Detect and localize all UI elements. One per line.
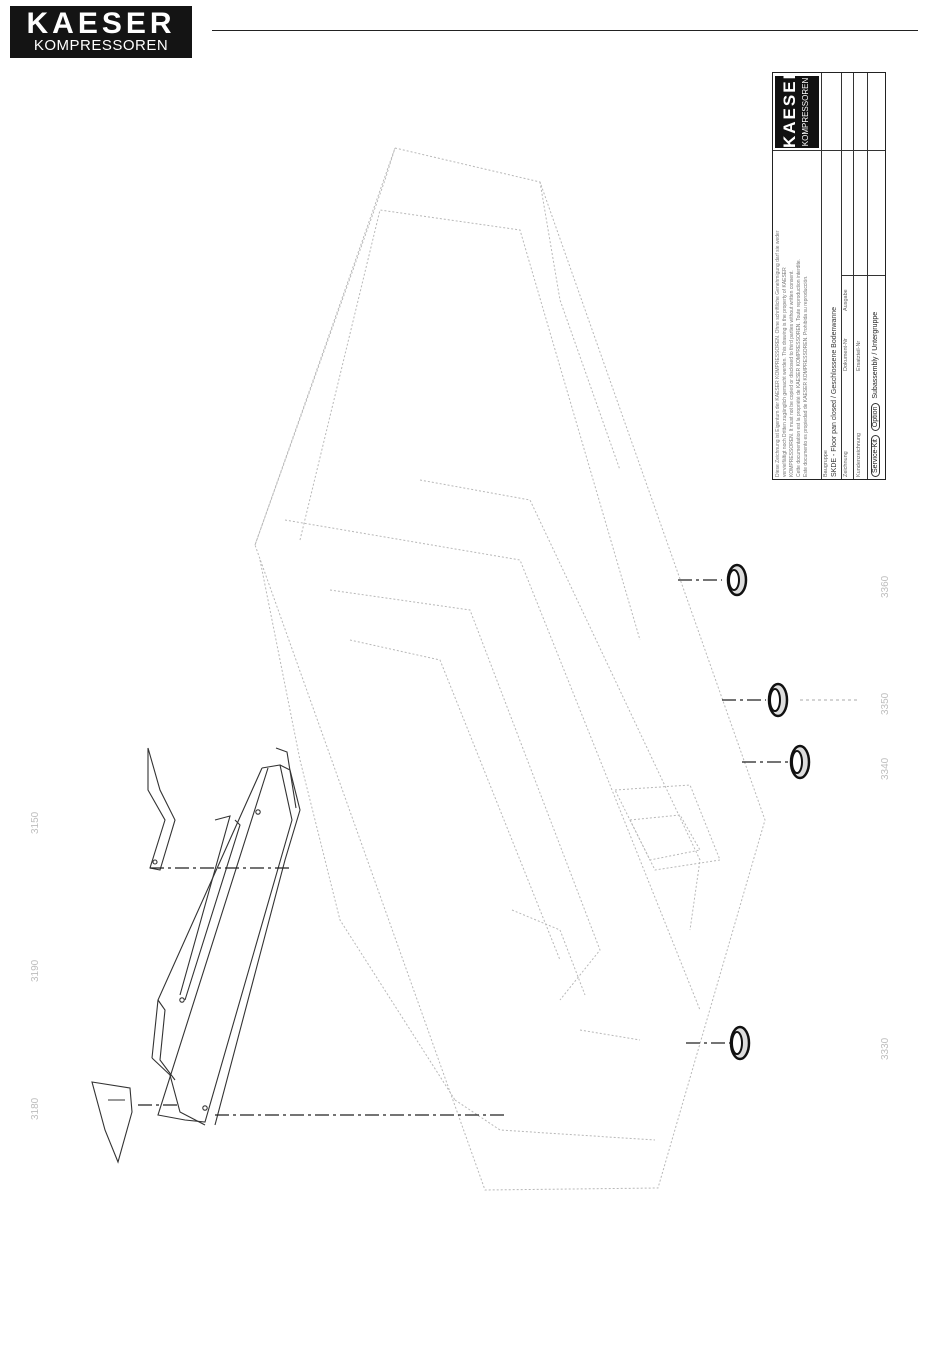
mount-foot-3 — [789, 744, 811, 780]
mount-foot-1 — [726, 563, 748, 597]
bracket-assembly — [91, 747, 301, 1164]
callout-3150: 3150 — [30, 811, 41, 834]
label-kundenzeichnung: Kundenzeichnung — [856, 432, 862, 477]
option-badge: Option — [871, 402, 880, 432]
title-block-title: SKDE - Floor pan closed / Geschlossene B… — [831, 306, 838, 477]
disclaimer-line: KOMPRESSOREN. It must not be copied or d… — [789, 270, 795, 477]
label-baugruppe: Baugruppe — [823, 450, 829, 477]
label-zeichnung: Zeichnung — [843, 451, 849, 477]
title-block-divider — [773, 150, 885, 151]
title-block-content: Diese Zeichnung ist Eigentum der KAESER … — [773, 72, 885, 479]
callout-3180: 3180 — [30, 1097, 41, 1120]
subassembly-label: Subassembly / Untergruppe — [872, 311, 879, 399]
label-ersatzteil: Ersatzteil-Nr — [856, 340, 862, 371]
disclaimer-line: vervielfältigt noch Dritten zugänglich g… — [782, 267, 788, 477]
leader-lines — [138, 579, 860, 1116]
floor-pan-body — [254, 147, 766, 1191]
service-kit-row: Service-Kit Option Subassembly / Untergr… — [871, 312, 880, 477]
mount-foot-4 — [729, 1025, 751, 1061]
disclaimer-line: Cette documentation est la propriété de … — [796, 258, 802, 477]
disclaimer-line: Este documento es propiedad de KAESER KO… — [803, 275, 809, 478]
title-block-disclaimer: Diese Zeichnung ist Eigentum der KAESER … — [775, 152, 819, 478]
callout-3340: 3340 — [880, 757, 891, 780]
title-block-rule — [841, 73, 842, 479]
callout-3190: 3190 — [30, 959, 41, 982]
title-block-rule — [867, 73, 868, 479]
callout-3350: 3350 — [880, 692, 891, 715]
disclaimer-line: Diese Zeichnung ist Eigentum der KAESER … — [775, 230, 781, 478]
title-block-logo-line1: KAESER — [780, 72, 799, 148]
title-block: Diese Zeichnung ist Eigentum der KAESER … — [772, 72, 886, 480]
logo-text-kaeser: KAESER — [26, 7, 176, 40]
logo-text-kompressoren: KOMPRESSOREN — [33, 37, 169, 54]
service-kit-badge: Service-Kit — [871, 435, 880, 477]
title-block-divider — [841, 275, 885, 276]
kaeser-logo: KAESER KOMPRESSOREN — [10, 6, 192, 58]
header-rule — [212, 30, 918, 31]
title-block-logo-line2: KOMPRESSOREN — [801, 77, 810, 147]
label-dokument: Dokument-Nr — [843, 338, 849, 371]
title-block-rule — [853, 73, 854, 479]
mount-foot-2 — [767, 682, 789, 718]
title-block-rule — [821, 73, 822, 479]
callout-3360: 3360 — [880, 575, 891, 598]
title-block-logo: KAESER KOMPRESSOREN — [775, 72, 819, 148]
callout-3330: 3330 — [880, 1037, 891, 1060]
label-ausgabe: Ausgabe — [843, 289, 849, 311]
